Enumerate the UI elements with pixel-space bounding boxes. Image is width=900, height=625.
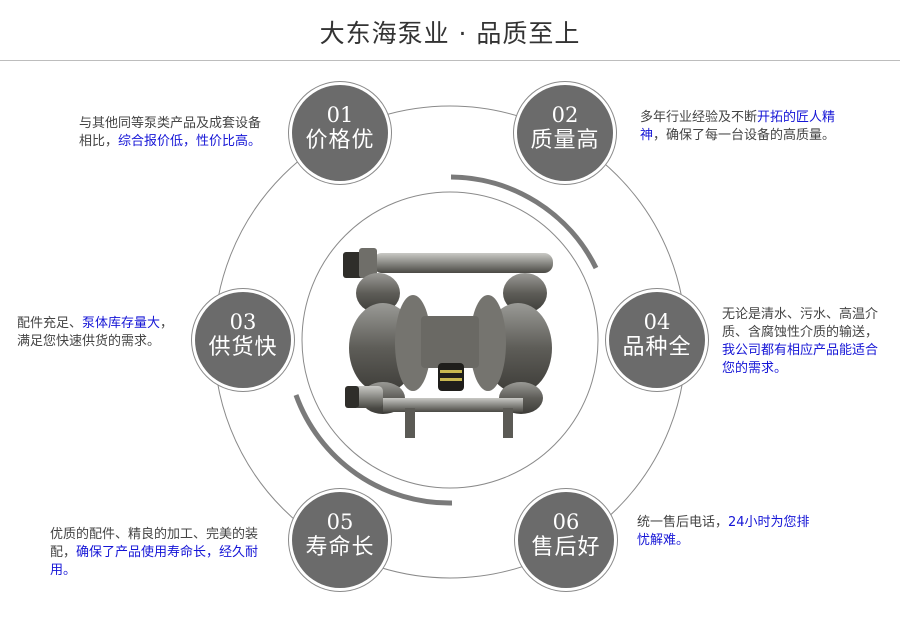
feature-number: 05	[326, 510, 354, 534]
page-title: 大东海泵业 · 品质至上	[319, 19, 581, 48]
feature-number: 02	[551, 103, 579, 127]
title-divider	[0, 60, 900, 61]
description-text: 统一售后电话，	[637, 515, 729, 530]
upper-accent-arc	[450, 174, 599, 270]
inner-ring	[301, 191, 599, 489]
feature-badge-02: 02 质量高	[517, 85, 613, 181]
feature-badge-05: 05 寿命长	[292, 492, 388, 588]
description-text: 与其他同等泵类产品及成套设备相比，	[79, 116, 262, 149]
feature-number: 03	[229, 310, 257, 334]
feature-description-04: 无论是清水、污水、高温介质、含腐蚀性介质的输送，我公司都有相应产品能适合您的需求…	[722, 306, 882, 378]
feature-number: 04	[643, 310, 671, 334]
feature-description-05: 优质的配件、精良的加工、完美的装配，确保了产品使用寿命长，经久耐用。	[50, 526, 265, 580]
description-highlight: 泵体库存量大	[82, 316, 161, 331]
feature-label: 寿命长	[305, 535, 375, 560]
description-highlight: 综合报价低，性价比高。	[118, 134, 262, 149]
diaphragm-pump-image	[343, 248, 553, 438]
feature-badge-06: 06 售后好	[518, 492, 614, 588]
feature-badge-04: 04 品种全	[609, 292, 705, 388]
description-tail: ，确保了每一台设备的高质量。	[653, 128, 836, 143]
description-highlight: 24小时为您排忧解难。	[637, 515, 810, 548]
description-text: 多年行业经验及不断	[640, 110, 758, 125]
feature-label: 价格优	[305, 128, 375, 153]
feature-description-02: 多年行业经验及不断开拓的匠人精神，确保了每一台设备的高质量。	[640, 109, 860, 145]
description-highlight: 开拓的匠人精神	[640, 110, 836, 143]
description-highlight: 我公司都有相应产品能适合您的需求。	[722, 343, 879, 376]
feature-number: 01	[326, 103, 354, 127]
lower-accent-arc	[293, 394, 453, 506]
feature-description-03: 配件充足、泵体库存量大，满足您快速供货的需求。	[17, 315, 177, 351]
description-tail: ，满足您快速供货的需求。	[17, 316, 174, 349]
feature-label: 售后好	[531, 535, 601, 560]
description-text: 无论是清水、污水、高温介质、含腐蚀性介质的输送，	[722, 307, 879, 340]
feature-label: 质量高	[530, 128, 600, 153]
feature-badge-01: 01 价格优	[292, 85, 388, 181]
description-highlight: 确保了产品使用寿命长，经久耐用。	[50, 545, 259, 578]
feature-label: 品种全	[622, 335, 692, 360]
feature-number: 06	[552, 510, 580, 534]
feature-label: 供货快	[208, 335, 278, 360]
feature-description-06: 统一售后电话，24小时为您排忧解难。	[637, 514, 817, 550]
description-text: 配件充足、	[17, 316, 83, 331]
feature-description-01: 与其他同等泵类产品及成套设备相比，综合报价低，性价比高。	[79, 115, 269, 151]
description-text: 优质的配件、精良的加工、完美的装配，	[50, 527, 259, 560]
feature-badge-03: 03 供货快	[195, 292, 291, 388]
